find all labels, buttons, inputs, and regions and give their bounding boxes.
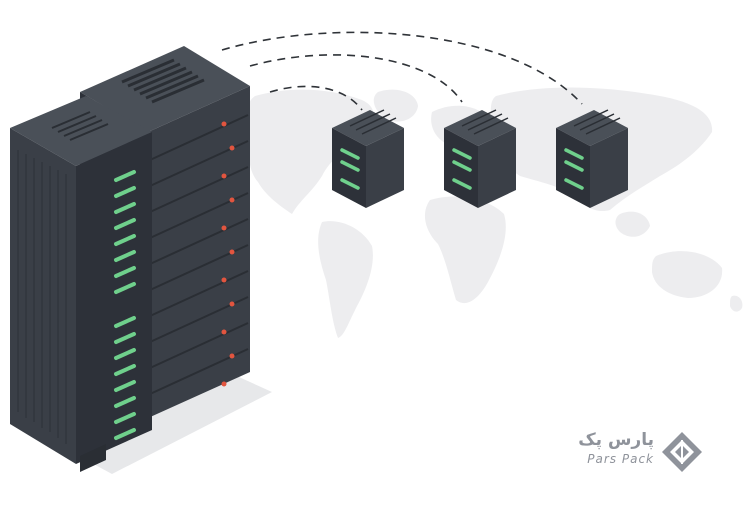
brand-name-english: Pars Pack [587,452,654,466]
rack-back-slots [149,114,249,395]
edge-server-2 [444,109,516,208]
map-southeast-asia [615,211,650,237]
connection-arc-3 [269,85,363,111]
rack-front-foot [80,444,106,472]
rack-front-top-vent [51,111,109,141]
rack-back-vent [121,58,205,104]
map-australia [652,251,723,298]
rack-back-red-leds [221,121,235,387]
connection-arc-2 [249,54,463,103]
connection-arc-1 [221,31,583,105]
rack-front-side [76,132,152,464]
edge-server-1 [332,109,404,208]
brand-name-persian: پارس پک [578,430,654,450]
rack-front-grille [17,150,67,444]
brand-logo: پارس پک Pars Pack [578,430,708,474]
map-greenland [373,89,418,122]
diamond-logo-icon [662,432,702,472]
edge-server-3 [556,109,628,208]
map-new-zealand [730,295,743,312]
rack-front-top [10,96,152,166]
map-north-america [246,89,374,214]
connection-arcs [221,31,583,111]
rack-front [10,96,152,472]
rack-back-front [148,86,250,418]
map-south-america [318,221,373,338]
rack-front-green-leds [114,170,136,440]
map-africa [424,196,506,304]
